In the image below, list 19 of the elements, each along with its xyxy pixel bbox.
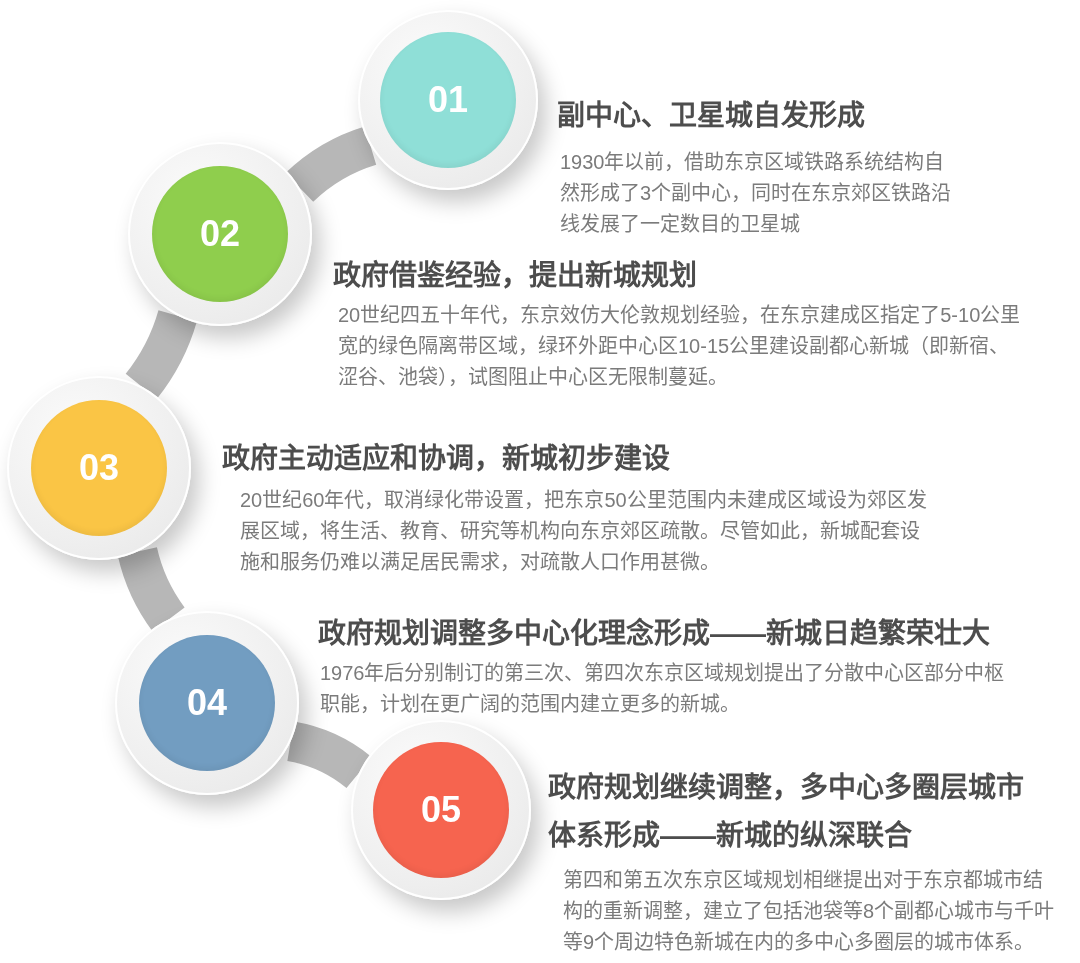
step-heading: 政府规划调整多中心化理念形成——新城日趋繁荣壮大 bbox=[318, 616, 991, 651]
step-description: 1976年后分别制订的第三次、第四次东京区域规划提出了分散中心区部分中枢职能，计划在更广阔的范围内建立更多的新城。 bbox=[320, 661, 1006, 717]
connector-band bbox=[285, 126, 377, 203]
step-description: 20世纪四五十年代，东京效仿大伦敦规划经验，在东京建成区指定了5-10公里宽的绿色隔离带区域，绿环外距中心区10-15公里建设副都心新城（即新宿、涩谷、池袋），试图阻止中心区无限制蔓延。 bbox=[338, 303, 1022, 390]
step-heading: 政府规划继续调整，多中心多圈层城市体系形成——新城的纵深联合 bbox=[548, 771, 1025, 853]
step-number: 02 bbox=[199, 216, 240, 252]
step-number: 05 bbox=[420, 792, 461, 828]
step-heading: 政府借鉴经验，提出新城规划 bbox=[333, 259, 698, 293]
connector-band bbox=[117, 546, 185, 632]
connector-band bbox=[286, 721, 372, 789]
step-description: 20世纪60年代，取消绿化带设置，把东京50公里范围内未建成区域设为郊区发展区域，将生活、教育、研究等机构向东京郊区疏散。尽管如此，新城配套设施和服务仍难以满足居民需求，对疏散人口作用甚微。 bbox=[240, 488, 928, 575]
step-number: 01 bbox=[427, 82, 468, 118]
step-heading: 副中心、卫星城自发形成 bbox=[557, 99, 866, 133]
connector-band bbox=[125, 309, 197, 399]
step-number: 04 bbox=[186, 685, 227, 721]
step-description: 第四和第五次东京区域规划相继提出对于东京都城市结构的重新调整，建立了包括池袋等8个副都心城市与千叶等9个周边特色新城在内的多中心多圈层的城市体系。 bbox=[563, 868, 1056, 955]
step-description: 1930年以前，借助东京区域铁路系统结构自然形成了3个副中心，同时在东京郊区铁路沿线发展了一定数目的卫星城 bbox=[560, 150, 953, 237]
step-heading: 政府主动适应和协调，新城初步建设 bbox=[222, 442, 671, 476]
step-number: 03 bbox=[78, 450, 119, 486]
